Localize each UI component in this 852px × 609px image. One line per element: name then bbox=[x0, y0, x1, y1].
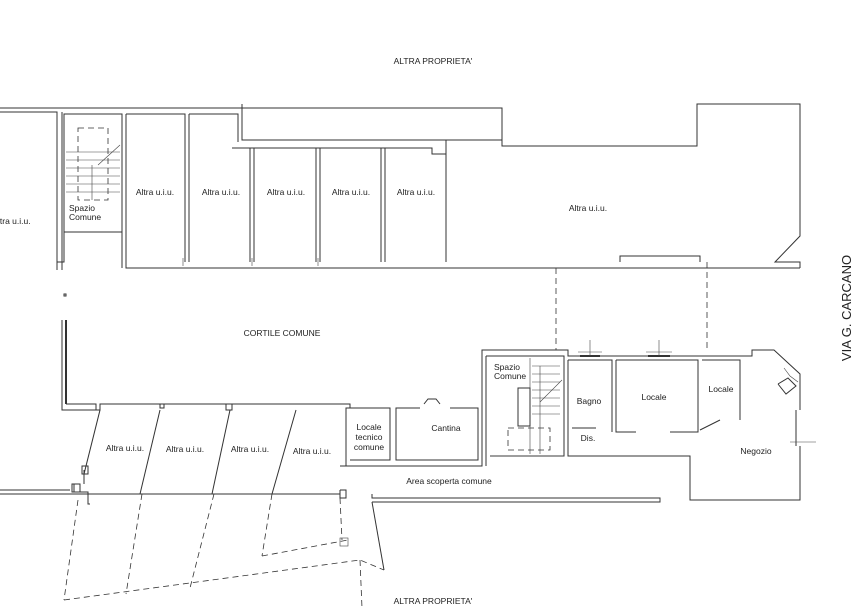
courtyard-walls bbox=[61, 293, 351, 467]
cellar-label: Cantina bbox=[431, 423, 461, 433]
courtyard-label: CORTILE COMUNE bbox=[244, 328, 321, 338]
tech-room-label-3: comune bbox=[354, 442, 385, 452]
bottom-property-label: ALTRA PROPRIETA' bbox=[394, 596, 473, 606]
top-unit-label-5: Altra u.i.u. bbox=[397, 187, 435, 197]
left-edge-unit-label: ltra u.i.u. bbox=[0, 216, 31, 226]
stair-left-label-2: Comune bbox=[69, 212, 101, 222]
street-label: VIA G. CARCANO bbox=[839, 255, 852, 361]
top-building-walls bbox=[0, 103, 801, 270]
bathroom-label: Bagno bbox=[577, 396, 602, 406]
room-1-label: Locale bbox=[641, 392, 666, 402]
room-2-label: Locale bbox=[708, 384, 733, 394]
bottom-unit-label-3: Altra u.i.u. bbox=[231, 444, 269, 454]
right-staircase bbox=[507, 358, 563, 454]
middle-rooms-walls bbox=[346, 349, 492, 467]
tech-room-label-1: Locale bbox=[356, 422, 381, 432]
right-unit-walls bbox=[486, 340, 816, 501]
top-unit-label-4: Altra u.i.u. bbox=[332, 187, 370, 197]
top-unit-label-1: Altra u.i.u. bbox=[136, 187, 174, 197]
large-unit-label: Altra u.i.u. bbox=[569, 203, 607, 213]
top-unit-label-3: Altra u.i.u. bbox=[267, 187, 305, 197]
tech-room-label-2: tecnico bbox=[356, 432, 383, 442]
top-property-label: ALTRA PROPRIETA' bbox=[394, 56, 473, 66]
bottom-unit-label-1: Altra u.i.u. bbox=[106, 443, 144, 453]
dashed-projections bbox=[555, 262, 708, 350]
stair-left-label-1: Spazio bbox=[69, 203, 95, 213]
bottom-lot-lines bbox=[0, 409, 661, 609]
top-unit-label-2: Altra u.i.u. bbox=[202, 187, 240, 197]
stair-right-label-1: Spazio bbox=[494, 362, 520, 372]
closet-label: Dis. bbox=[581, 433, 596, 443]
left-staircase bbox=[66, 127, 121, 201]
uncovered-area-label: Area scoperta comune bbox=[406, 476, 492, 486]
stair-right-label-2: Comune bbox=[494, 371, 526, 381]
bottom-unit-label-2: Altra u.i.u. bbox=[166, 444, 204, 454]
bottom-unit-label-4: Altra u.i.u. bbox=[293, 446, 331, 456]
shop-label: Negozio bbox=[740, 446, 771, 456]
